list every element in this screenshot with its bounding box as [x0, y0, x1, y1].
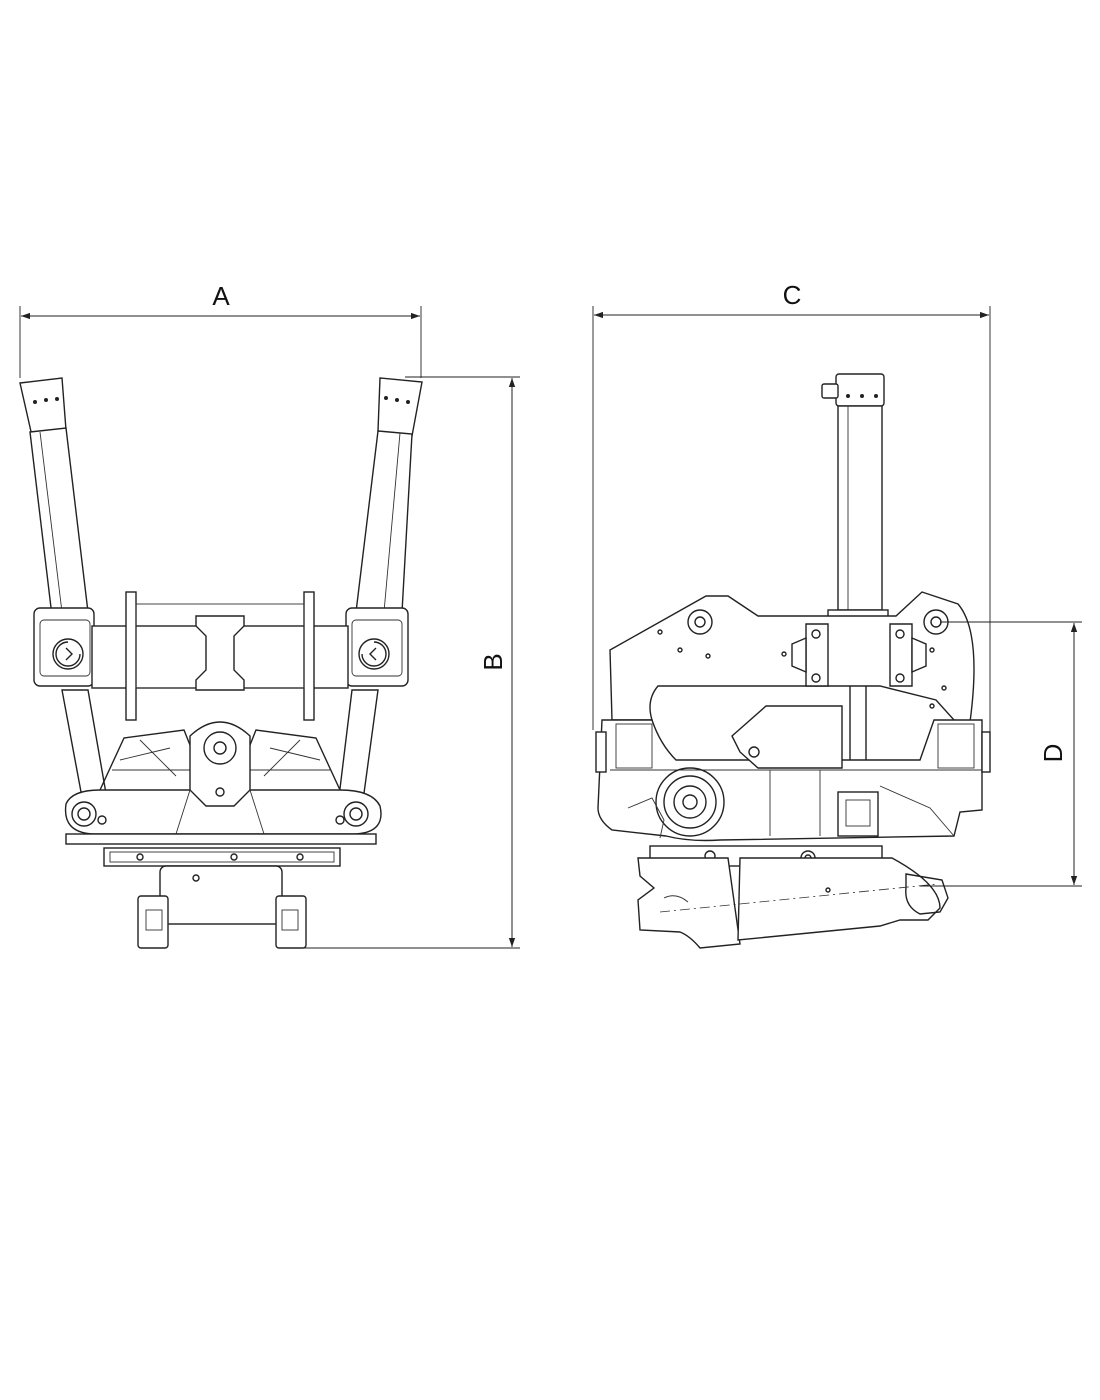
front-body: [64, 721, 382, 835]
center-axle: [91, 591, 349, 721]
side-hitch: [637, 845, 949, 949]
front-view: A B: [19, 281, 520, 949]
dimension-c: C: [592, 280, 991, 732]
dimension-d: D: [920, 621, 1082, 887]
front-rotator: [65, 833, 377, 949]
dimension-a-label: A: [212, 281, 230, 311]
left-clamp: [33, 607, 95, 687]
dimension-d-label: D: [1038, 744, 1068, 763]
side-view: C D: [592, 280, 1082, 949]
side-plate: [609, 591, 975, 723]
right-cylinder: [337, 377, 423, 809]
dimension-c-label: C: [783, 280, 802, 310]
right-clamp: [345, 607, 409, 687]
side-frame: [595, 705, 991, 842]
dimension-b: B: [282, 376, 520, 949]
dimension-a: A: [19, 281, 422, 378]
left-cylinder: [19, 377, 109, 809]
dimension-b-label: B: [478, 653, 508, 670]
